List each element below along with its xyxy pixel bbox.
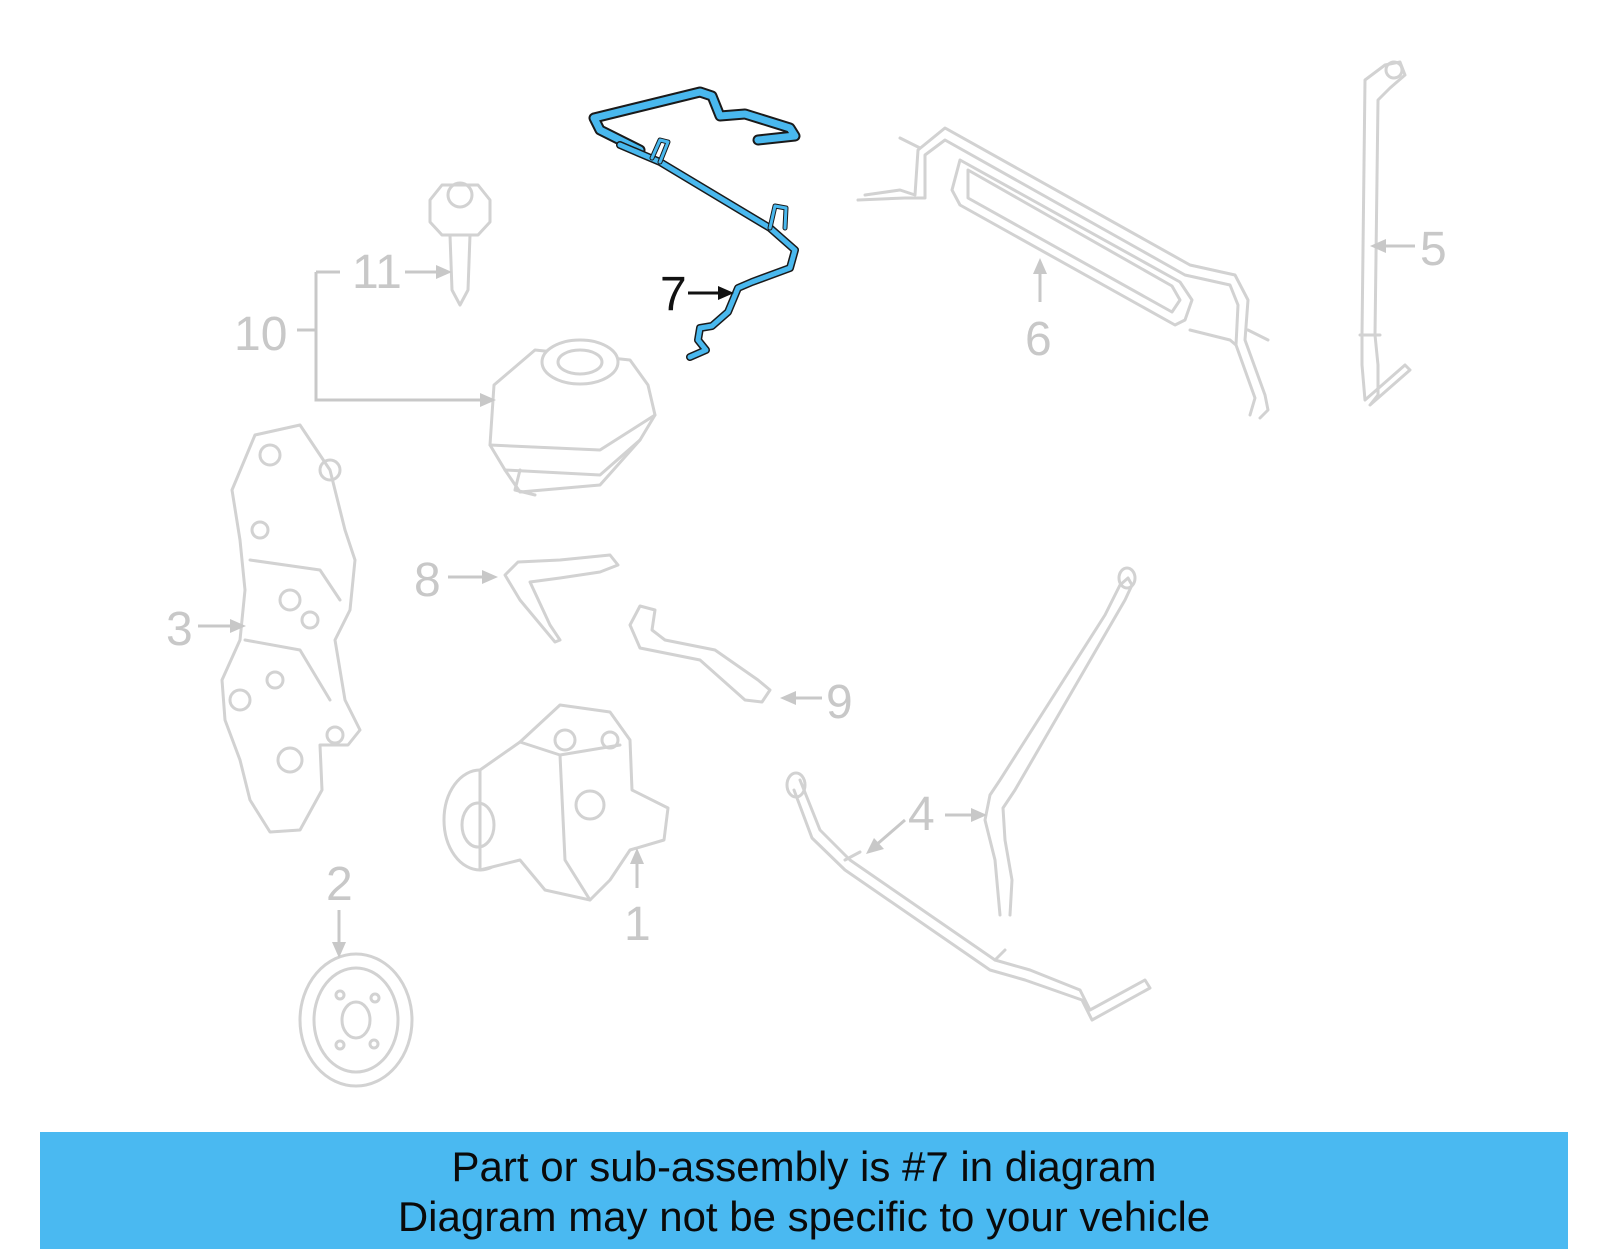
callout-11: 11: [352, 246, 402, 299]
callout-5: 5: [1420, 223, 1447, 276]
arrow-10: [480, 393, 496, 407]
part-1-pump: [442, 703, 670, 902]
info-banner: Part or sub-assembly is #7 in diagram Di…: [40, 1132, 1568, 1249]
callout-3: 3: [166, 603, 193, 656]
arrow-4-left: [866, 838, 884, 854]
callout-6: 6: [1025, 313, 1052, 366]
callout-1: 1: [624, 898, 651, 951]
part-7-hose-highlighted[interactable]: [588, 86, 801, 361]
part-3-bracket: [220, 423, 362, 834]
callout-9: 9: [826, 676, 853, 729]
arrow-11: [436, 265, 452, 279]
part-8-hose: [503, 553, 620, 644]
callout-4: 4: [908, 788, 935, 841]
arrow-1: [630, 848, 644, 864]
part-2-pulley: [298, 952, 414, 1088]
arrow-4-right: [971, 808, 987, 822]
parts-diagram: 11 10 7 6 5 3 8 9 1 2 4: [166, 60, 1447, 1088]
banner-line-2: Diagram may not be specific to your vehi…: [397, 1193, 1211, 1240]
callout-2: 2: [326, 858, 353, 911]
arrow-5: [1370, 239, 1386, 253]
banner-line-1: Part or sub-assembly is #7 in diagram: [451, 1143, 1157, 1190]
part-4-lines: [785, 566, 1152, 1022]
callout-10: 10: [234, 308, 287, 361]
leader-10-11-bracket: [314, 272, 486, 402]
arrow-2: [332, 942, 346, 958]
arrow-9: [780, 691, 796, 705]
part-6-cooler: [856, 126, 1270, 420]
arrow-3: [230, 619, 246, 633]
arrow-6: [1033, 258, 1047, 274]
part-9-hose: [628, 604, 772, 704]
callout-7: 7: [660, 268, 687, 321]
leader-4-left: [874, 818, 906, 848]
part-11-reservoir-cap: [428, 181, 492, 307]
callout-8: 8: [414, 554, 441, 607]
arrow-7: [718, 286, 734, 300]
arrow-8: [482, 570, 498, 584]
part-10-reservoir: [488, 338, 657, 497]
part-5-hose: [1358, 60, 1412, 407]
